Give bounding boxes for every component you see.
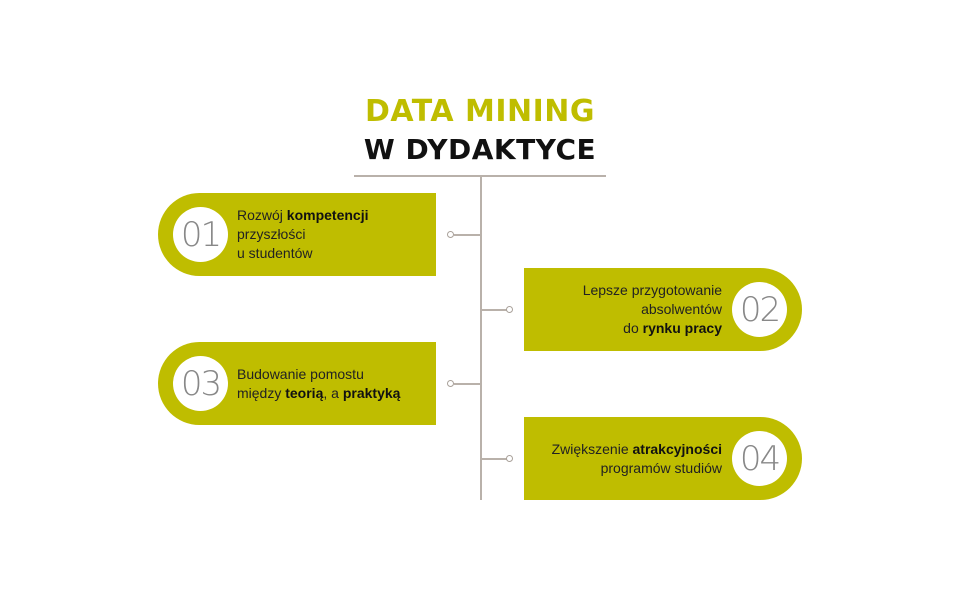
connector-03 <box>454 383 480 385</box>
text-segment: programów studiów <box>600 459 722 476</box>
text-segment: Zwiększenie <box>551 440 633 457</box>
text-segment: do <box>623 320 643 336</box>
text-bold: kompetencji <box>286 207 369 223</box>
text-bold: atrakcyjności <box>632 440 723 457</box>
text-segment: Lepsze przygotowanie <box>582 282 722 298</box>
item-card-04: 04 Zwiększenie atrakcyjności programów s… <box>524 417 802 500</box>
item-number: 04 <box>732 431 787 486</box>
item-text: Budowanie pomostu między teorią, a prakt… <box>237 342 400 425</box>
text-segment: przyszłości <box>237 226 306 242</box>
item-card-01: 01 Rozwój kompetencji przyszłości u stud… <box>158 193 436 276</box>
item-number: 01 <box>173 207 228 262</box>
connector-04 <box>481 458 507 460</box>
timeline-axis <box>480 176 482 500</box>
title-line-2: W DYDAKTYCE <box>363 133 597 166</box>
text-segment: , a <box>323 384 343 401</box>
text-segment: Budowanie pomostu <box>237 365 364 382</box>
item-number: 03 <box>173 356 228 411</box>
item-number: 02 <box>732 282 787 337</box>
item-card-03: 03 Budowanie pomostu między teorią, a pr… <box>158 342 436 425</box>
connector-01 <box>454 234 480 236</box>
connector-dot-04 <box>506 455 513 462</box>
text-segment: u studentów <box>237 245 313 261</box>
text-bold: teorią <box>285 384 324 401</box>
item-text: Zwiększenie atrakcyjności programów stud… <box>552 417 722 500</box>
title-divider <box>354 175 606 177</box>
text-bold: rynku pracy <box>642 320 722 336</box>
text-segment: między <box>237 384 286 401</box>
text-segment: Rozwój <box>237 207 287 223</box>
connector-dot-03 <box>447 380 454 387</box>
connector-02 <box>481 309 507 311</box>
item-text: Lepsze przygotowanie absolwentów do rynk… <box>583 268 722 351</box>
text-bold: praktyką <box>342 384 401 401</box>
item-text: Rozwój kompetencji przyszłości u student… <box>237 193 369 276</box>
title-line-1: DATA MINING <box>364 94 596 129</box>
text-segment: absolwentów <box>641 301 722 317</box>
connector-dot-01 <box>447 231 454 238</box>
connector-dot-02 <box>506 306 513 313</box>
item-card-02: 02 Lepsze przygotowanie absolwentów do r… <box>524 268 802 351</box>
